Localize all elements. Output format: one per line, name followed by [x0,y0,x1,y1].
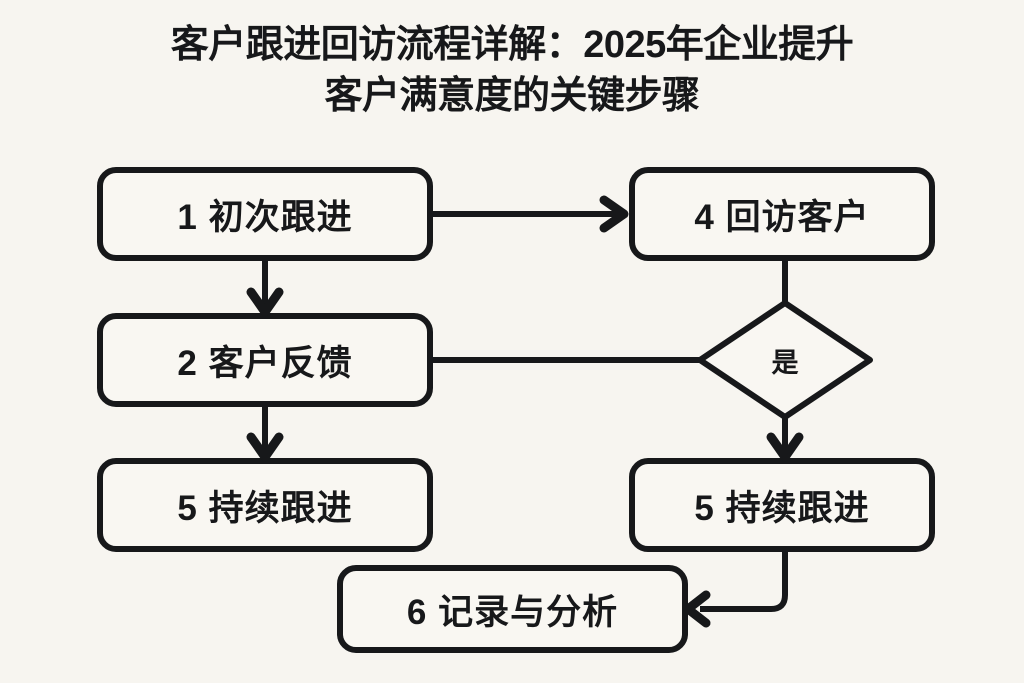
node-label-revisit-customer: 4 回访客户 [694,197,870,237]
node-label-initial-followup: 1 初次跟进 [177,197,353,237]
node-label-customer-feedback: 2 客户反馈 [177,343,353,383]
node-label-continued-followup-right: 5 持续跟进 [694,488,870,528]
edge-continued-right-to-record [700,549,788,612]
node-label-record-analysis: 6 记录与分析 [406,592,619,632]
arrowhead-to-feedback [246,287,284,317]
node-customer-feedback[interactable]: 2 客户反馈 [100,316,430,404]
node-initial-followup[interactable]: 1 初次跟进 [100,170,430,258]
node-record-analysis[interactable]: 6 记录与分析 [340,568,685,650]
arrowhead-to-revisit [599,195,629,233]
node-revisit-customer[interactable]: 4 回访客户 [632,170,932,258]
node-label-continued-followup-left: 5 持续跟进 [177,488,353,528]
arrowhead-to-continued-left [246,432,284,462]
page-title-line-1: 客户跟进回访流程详解：2025年企业提升 [170,24,854,66]
node-continued-followup-right[interactable]: 5 持续跟进 [632,461,932,549]
arrowhead-to-continued-right [766,432,804,462]
node-continued-followup-left[interactable]: 5 持续跟进 [100,461,430,549]
page-title: 客户跟进回访流程详解：2025年企业提升 客户满意度的关键步骤 [0,20,1024,122]
node-label-decision-yes: 是 [771,347,799,378]
node-decision-yes[interactable]: 是 [700,303,870,417]
arrowhead-to-record [683,590,711,628]
page-title-line-2: 客户满意度的关键步骤 [324,74,700,117]
